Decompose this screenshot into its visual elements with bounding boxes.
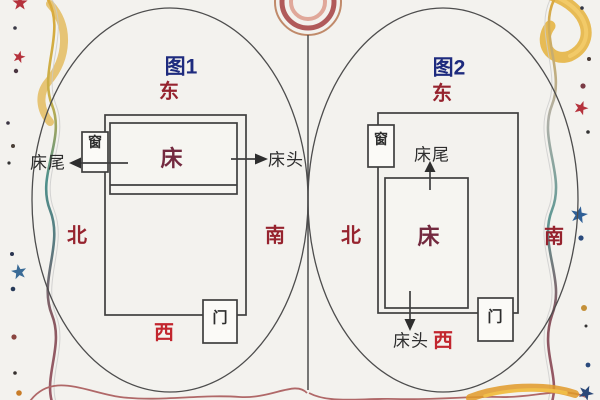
figure1-arrow-tail-head [69, 157, 81, 169]
figure1-bed-label: 床 [160, 146, 184, 171]
figure1-door-box [202, 299, 238, 344]
figure2-title: 图2 [432, 56, 466, 80]
figure2-bed [384, 177, 469, 309]
decor-top-ornament [274, 0, 342, 36]
figure1-east-label: 东 [159, 81, 179, 103]
figure2-bed-label: 床 [417, 224, 441, 249]
figure1-bed [109, 122, 238, 195]
decor-left-ribbon [37, 0, 68, 400]
figure2-door-box [477, 297, 514, 342]
figure2-arrow-tail-head [424, 161, 436, 172]
decor-right-ribbon [539, 0, 592, 400]
figure2-bed-tail-label: 床尾 [414, 145, 450, 165]
figure1-window-label: 窗 [88, 134, 102, 150]
figure1-north-label: 北 [67, 225, 87, 247]
figure2-north-label: 北 [341, 225, 361, 247]
decor-bottom-wave [30, 383, 587, 400]
figure1-plan [69, 114, 268, 344]
decor-dots [6, 6, 591, 396]
figure1-west-label: 西 [154, 322, 174, 344]
figure1-arrow-head-head [255, 153, 268, 165]
figure2-arrow-head-head [404, 319, 416, 331]
figure2-east-label: 东 [432, 83, 452, 105]
figure1-bed-head-label: 床头 [268, 150, 304, 170]
figure1-south-label: 南 [265, 225, 285, 247]
figure2-room [377, 112, 519, 314]
figure2-plan [367, 112, 519, 342]
figure1-room [104, 114, 247, 316]
figure2-window-label: 窗 [374, 131, 388, 147]
figure2-door-label: 门 [487, 308, 503, 326]
figure1-window-box [81, 131, 109, 173]
figure2-window-box [367, 124, 395, 168]
figure1-bed-tail-label: 床尾 [30, 153, 66, 173]
figure2-bed-head-label: 床头 [393, 331, 429, 351]
figure1-title: 图1 [164, 55, 198, 79]
figure2-west-label: 西 [433, 330, 453, 352]
figure2-south-label: 南 [544, 226, 564, 248]
figure1-door-label: 门 [212, 309, 228, 327]
